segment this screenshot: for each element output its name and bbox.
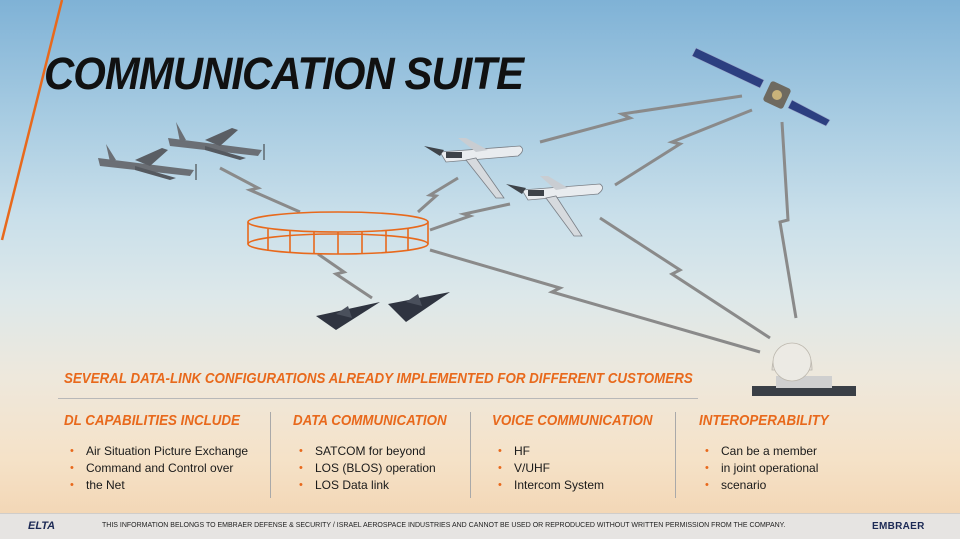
fighter-jet-icon bbox=[388, 292, 450, 322]
link-satellite-radar bbox=[778, 121, 798, 319]
elta-logo: ELTA bbox=[28, 520, 56, 532]
column-voice-communication: VOICE COMMUNICATION HF V/UHF Intercom Sy… bbox=[492, 413, 667, 494]
accent-line bbox=[0, 0, 64, 241]
business-jet-icon bbox=[506, 176, 603, 237]
column-heading: INTEROPERABILITY bbox=[699, 413, 829, 429]
column-divider bbox=[270, 412, 271, 498]
network-ring-icon bbox=[247, 211, 429, 255]
bullet-list: Air Situation Picture Exchange Command a… bbox=[64, 443, 255, 493]
turboprop-aircraft-icon bbox=[98, 144, 197, 180]
list-item: Air Situation Picture Exchange bbox=[64, 443, 255, 459]
satellite-icon bbox=[691, 47, 831, 127]
column-divider bbox=[675, 412, 676, 498]
radar-dome-icon bbox=[752, 342, 856, 396]
link-jet2-satellite bbox=[614, 108, 753, 187]
fighter-jet-icon bbox=[316, 302, 380, 330]
list-item: SATCOM for beyond bbox=[293, 443, 460, 459]
copyright-notice: THIS INFORMATION BELONGS TO EMBRAER DEFE… bbox=[102, 522, 786, 529]
link-ring-jet1 bbox=[417, 176, 459, 214]
list-item: Intercom System bbox=[492, 477, 667, 493]
list-item: Can be a member bbox=[699, 443, 840, 459]
business-jet-icon bbox=[424, 138, 523, 199]
embraer-logo: EMBRAER bbox=[872, 521, 925, 532]
link-turboprop-ring bbox=[219, 166, 301, 214]
list-item: the Net bbox=[64, 477, 255, 493]
list-item: HF bbox=[492, 443, 667, 459]
link-jet1-satellite bbox=[539, 94, 743, 144]
slide-headline: SEVERAL DATA-LINK CONFIGURATIONS ALREADY… bbox=[64, 371, 693, 387]
list-item: in joint operational bbox=[699, 460, 840, 476]
column-interoperability: INTEROPERABILITY Can be a member in join… bbox=[699, 413, 840, 494]
column-heading: DL CAPABILITIES INCLUDE bbox=[64, 413, 240, 429]
footer-bar: ELTA THIS INFORMATION BELONGS TO EMBRAER… bbox=[0, 513, 960, 539]
bullet-list: Can be a member in joint operational sce… bbox=[699, 443, 840, 493]
column-heading: VOICE COMMUNICATION bbox=[492, 413, 653, 429]
bullet-list: HF V/UHF Intercom System bbox=[492, 443, 667, 493]
column-heading: DATA COMMUNICATION bbox=[293, 413, 447, 429]
headline-underline bbox=[58, 398, 698, 399]
link-jet2-radar bbox=[599, 216, 771, 340]
page-title: COMMUNICATION SUITE bbox=[44, 48, 524, 99]
list-item: V/UHF bbox=[492, 460, 667, 476]
bullet-list: SATCOM for beyond LOS (BLOS) operation L… bbox=[293, 443, 460, 493]
list-item: LOS Data link bbox=[293, 477, 460, 493]
link-ring-jet2 bbox=[429, 202, 511, 232]
column-divider bbox=[470, 412, 471, 498]
column-dl-capabilities: DL CAPABILITIES INCLUDE Air Situation Pi… bbox=[64, 413, 255, 494]
list-item: LOS (BLOS) operation bbox=[293, 460, 460, 476]
list-item: Command and Control over bbox=[64, 460, 255, 476]
turboprop-aircraft-icon bbox=[168, 122, 265, 160]
list-item: scenario bbox=[699, 477, 840, 493]
column-data-communication: DATA COMMUNICATION SATCOM for beyond LOS… bbox=[293, 413, 460, 494]
link-ring-fighters bbox=[317, 252, 373, 300]
link-ring-radar bbox=[429, 248, 761, 354]
